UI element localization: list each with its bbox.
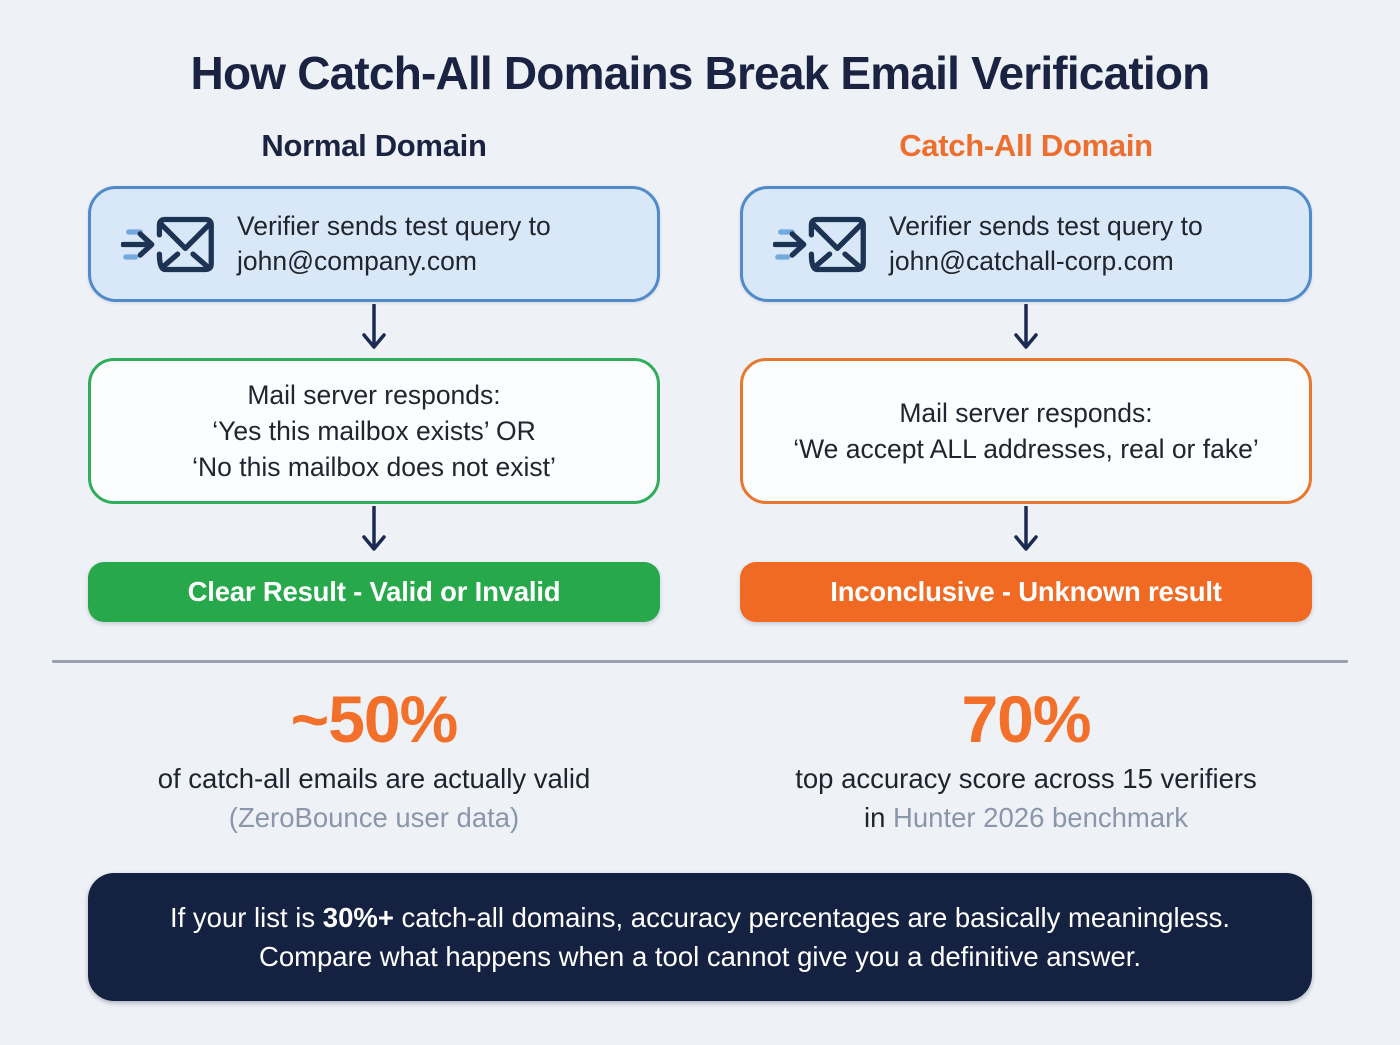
catchall-query-text: Verifier sends test query to john@catcha… [889,209,1203,279]
footer-line1-suffix: catch-all domains, accuracy percentages … [393,902,1231,934]
stat-top-accuracy: 70% top accuracy score across 15 verifie… [740,682,1312,835]
normal-query-line2: john@company.com [237,246,477,276]
catchall-response-box: Mail server responds: ‘We accept ALL add… [740,358,1312,504]
catchall-domain-heading: Catch-All Domain [899,128,1153,163]
catchall-response-line1: Mail server responds: [899,397,1153,428]
email-send-icon [121,216,214,272]
stat-source-prefix: in [863,801,893,833]
stat-value: 70% [961,682,1091,756]
page-title: How Catch-All Domains Break Email Verifi… [190,47,1211,99]
normal-arrow-1 [88,302,660,358]
arrow-down-icon [362,506,386,551]
normal-response-box: Mail server responds: ‘Yes this mailbox … [88,358,660,504]
normal-response-line2: ‘Yes this mailbox exists’ OR [212,415,536,446]
catchall-arrow-1 [740,302,1312,358]
column-catchall-domain: Catch-All Domain Verifier sen [740,100,1312,622]
stat-value: ~50% [290,682,459,756]
catchall-arrow-2 [740,504,1312,560]
normal-query-line1: Verifier sends test query to [237,211,551,242]
arrow-down-icon [1014,506,1038,551]
footer-line2: Compare what happens when a tool cannot … [258,941,1142,973]
normal-response-line1: Mail server responds: [247,379,501,410]
footer-callout: If your list is 30%+ catch-all domains, … [88,873,1312,1002]
stat-source-highlight: Hunter 2026 benchmark [893,801,1189,833]
normal-query-box: Verifier sends test query to john@compan… [88,186,660,302]
footer-line1: If your list is 30%+ catch-all domains, … [118,898,1282,937]
normal-result-pill: Clear Result - Valid or Invalid [88,562,660,622]
catchall-query-box: Verifier sends test query to john@catcha… [740,186,1312,302]
stat-source: in Hunter 2026 benchmark [740,801,1312,835]
footer-line1-prefix: If your list is [169,902,323,934]
stat-source: (ZeroBounce user data) [228,801,520,833]
catchall-query-line1: Verifier sends test query to [889,211,1203,242]
catchall-response-line2: ‘We accept ALL addresses, real or fake’ [793,434,1259,464]
stat-description: of catch-all emails are actually valid [157,763,591,795]
arrow-down-icon [362,304,386,349]
email-send-icon [773,216,866,272]
flow-columns: Normal Domain Verifier sends [0,100,1400,622]
section-divider [52,660,1348,663]
normal-query-text: Verifier sends test query to john@compan… [237,209,551,279]
column-normal-domain: Normal Domain Verifier sends [88,100,660,622]
normal-arrow-2 [88,504,660,560]
footer-line1-bold: 30%+ [322,902,394,934]
catchall-result-pill: Inconclusive - Unknown result [740,562,1312,622]
stats-section: ~50% of catch-all emails are actually va… [0,682,1400,835]
stat-catchall-valid: ~50% of catch-all emails are actually va… [88,682,660,835]
arrow-down-icon [1014,304,1038,349]
stat-description: top accuracy score across 15 verifiers [795,763,1257,795]
catchall-query-line2: john@catchall-corp.com [889,246,1174,276]
normal-domain-heading: Normal Domain [261,128,487,163]
normal-response-line3: ‘No this mailbox does not exist’ [192,452,556,483]
